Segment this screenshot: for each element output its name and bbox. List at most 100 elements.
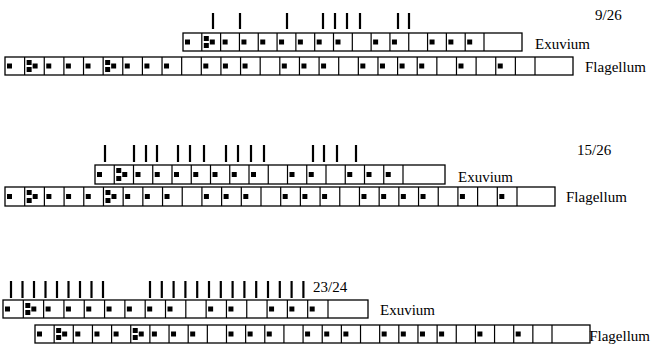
- segment-divider: [83, 57, 84, 75]
- sensillum-dot: [66, 194, 71, 199]
- segment-divider: [44, 57, 45, 75]
- sensillum-dot: [373, 40, 378, 45]
- segment-divider: [475, 325, 476, 343]
- sensillum-dot: [107, 307, 112, 312]
- sensillum-dot: [401, 194, 406, 199]
- segment-divider: [188, 325, 189, 343]
- sensillum-dot: [155, 172, 160, 177]
- segment-divider: [44, 187, 45, 206]
- exuvium-bar: [95, 165, 445, 184]
- segment-divider: [260, 57, 261, 75]
- sensillum-dot: [400, 64, 405, 69]
- flagellum-bar-outline: [5, 57, 573, 75]
- segment-divider: [327, 300, 328, 318]
- segment-divider: [239, 33, 240, 51]
- sensillum-dot: [111, 194, 116, 199]
- segment-divider: [221, 187, 222, 206]
- segment-divider: [398, 325, 399, 343]
- segment-divider: [162, 187, 163, 206]
- sensillum-dot: [347, 172, 352, 177]
- tick-mark: [196, 281, 198, 298]
- segment-divider: [325, 165, 326, 184]
- segment-divider: [307, 300, 308, 318]
- segment-divider: [83, 187, 84, 206]
- segment-divider: [23, 300, 24, 318]
- segment-divider: [268, 165, 269, 184]
- segment-divider: [165, 300, 166, 318]
- segment-divider: [54, 325, 55, 343]
- segment-divider: [201, 187, 202, 206]
- flagellum-bar-outline: [35, 325, 590, 343]
- segment-divider: [359, 187, 360, 206]
- tick-marks: [213, 13, 409, 29]
- segment-divider: [437, 325, 438, 343]
- tick-mark: [267, 281, 269, 298]
- sensillum-dot: [260, 40, 265, 45]
- segment-divider: [264, 325, 265, 343]
- sensillum-dot: [204, 43, 209, 48]
- sensillum-dot: [380, 64, 385, 69]
- bar-label: Flagellum: [566, 190, 627, 205]
- tick-mark: [220, 281, 222, 298]
- segment-divider: [465, 33, 466, 51]
- segment-divider: [63, 187, 64, 206]
- segment-divider: [436, 57, 437, 75]
- segment-divider: [476, 57, 477, 75]
- sensillum-dot: [203, 64, 208, 69]
- segment-divider: [299, 57, 300, 75]
- segment-divider: [149, 325, 150, 343]
- segment-divider: [532, 325, 533, 343]
- sensillum-dot: [310, 307, 315, 312]
- segment-divider: [352, 33, 353, 51]
- segment-divider: [287, 300, 288, 318]
- sensillum-dot: [210, 40, 215, 45]
- tick-mark: [225, 145, 227, 162]
- sensillum-dot: [33, 194, 38, 199]
- segment-divider: [124, 300, 125, 318]
- segment-divider: [260, 187, 261, 206]
- tick-mark: [156, 145, 158, 162]
- sensillum-dot: [105, 67, 110, 72]
- segment-divider: [279, 57, 280, 75]
- segment-divider: [360, 325, 361, 343]
- segment-divider: [287, 165, 288, 184]
- sensillum-dot: [116, 176, 121, 181]
- segment-divider: [245, 325, 246, 343]
- segment-divider: [495, 57, 496, 75]
- tick-mark: [239, 13, 241, 29]
- segment-divider: [516, 187, 517, 206]
- segment-divider: [408, 33, 409, 51]
- sensillum-dot: [248, 332, 253, 337]
- segment-divider: [123, 187, 124, 206]
- segment-divider: [457, 187, 458, 206]
- sensillum-dot: [516, 332, 521, 337]
- sensillum-dot: [152, 332, 157, 337]
- sensillum-dot: [171, 332, 176, 337]
- bar-label: Flagellum: [589, 329, 650, 344]
- tick-mark: [302, 281, 304, 298]
- sensillum-dot: [136, 172, 141, 177]
- segment-divider: [397, 57, 398, 75]
- bar-label: Exuvium: [458, 170, 513, 185]
- segment-divider: [220, 57, 221, 75]
- sensillum-dot: [309, 172, 314, 177]
- sensillum-dot: [298, 40, 303, 45]
- segment-divider: [339, 187, 340, 206]
- flagellum-bar-outline: [5, 187, 555, 206]
- tick-mark: [90, 281, 92, 298]
- sensillum-dot: [27, 190, 32, 195]
- sensillum-dot: [46, 307, 51, 312]
- sensillum-dot: [477, 332, 482, 337]
- segment-divider: [207, 325, 208, 343]
- sensillum-dot: [267, 332, 272, 337]
- segment-divider: [103, 57, 104, 75]
- segment-divider: [104, 300, 105, 318]
- segment-divider: [446, 33, 447, 51]
- segment-divider: [185, 300, 186, 318]
- sensillum-dot: [190, 332, 195, 337]
- sensillum-dot: [125, 194, 130, 199]
- flagellum-bar: [5, 57, 573, 75]
- segment-divider: [24, 57, 25, 75]
- sensillum-dot: [27, 60, 32, 65]
- segment-divider: [398, 187, 399, 206]
